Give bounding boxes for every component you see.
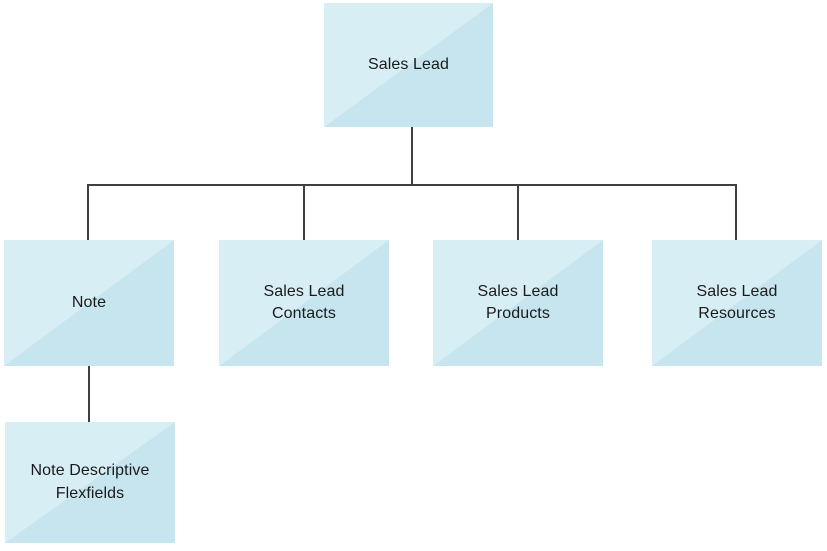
connector-drop-resources <box>735 184 737 240</box>
connector-drop-contacts <box>303 184 305 240</box>
node-sales-lead-contacts: Sales Lead Contacts <box>219 240 389 366</box>
node-sales-lead-label: Sales Lead <box>367 55 450 73</box>
connector-drop-products <box>517 184 519 240</box>
node-sales-lead: Sales Lead <box>324 3 493 127</box>
node-note-descriptive-flexfields-label: Note Descriptive Flexfields <box>30 462 150 502</box>
node-sales-lead-products-label: Sales Lead Products <box>477 282 559 322</box>
node-note: Note <box>4 240 174 366</box>
node-note-label: Note <box>71 293 107 311</box>
node-note-descriptive-flexfields: Note Descriptive Flexfields <box>5 422 175 543</box>
connector-drop-note <box>87 184 89 240</box>
node-sales-lead-resources: Sales Lead Resources <box>652 240 822 366</box>
node-sales-lead-resources-label: Sales Lead Resources <box>696 282 778 322</box>
connector-sales-lead-stem <box>411 127 413 185</box>
node-sales-lead-products: Sales Lead Products <box>433 240 603 366</box>
connector-horizontal-bus <box>87 184 737 186</box>
node-sales-lead-contacts-label: Sales Lead Contacts <box>263 282 345 322</box>
connector-note-to-flexfields <box>88 366 90 422</box>
